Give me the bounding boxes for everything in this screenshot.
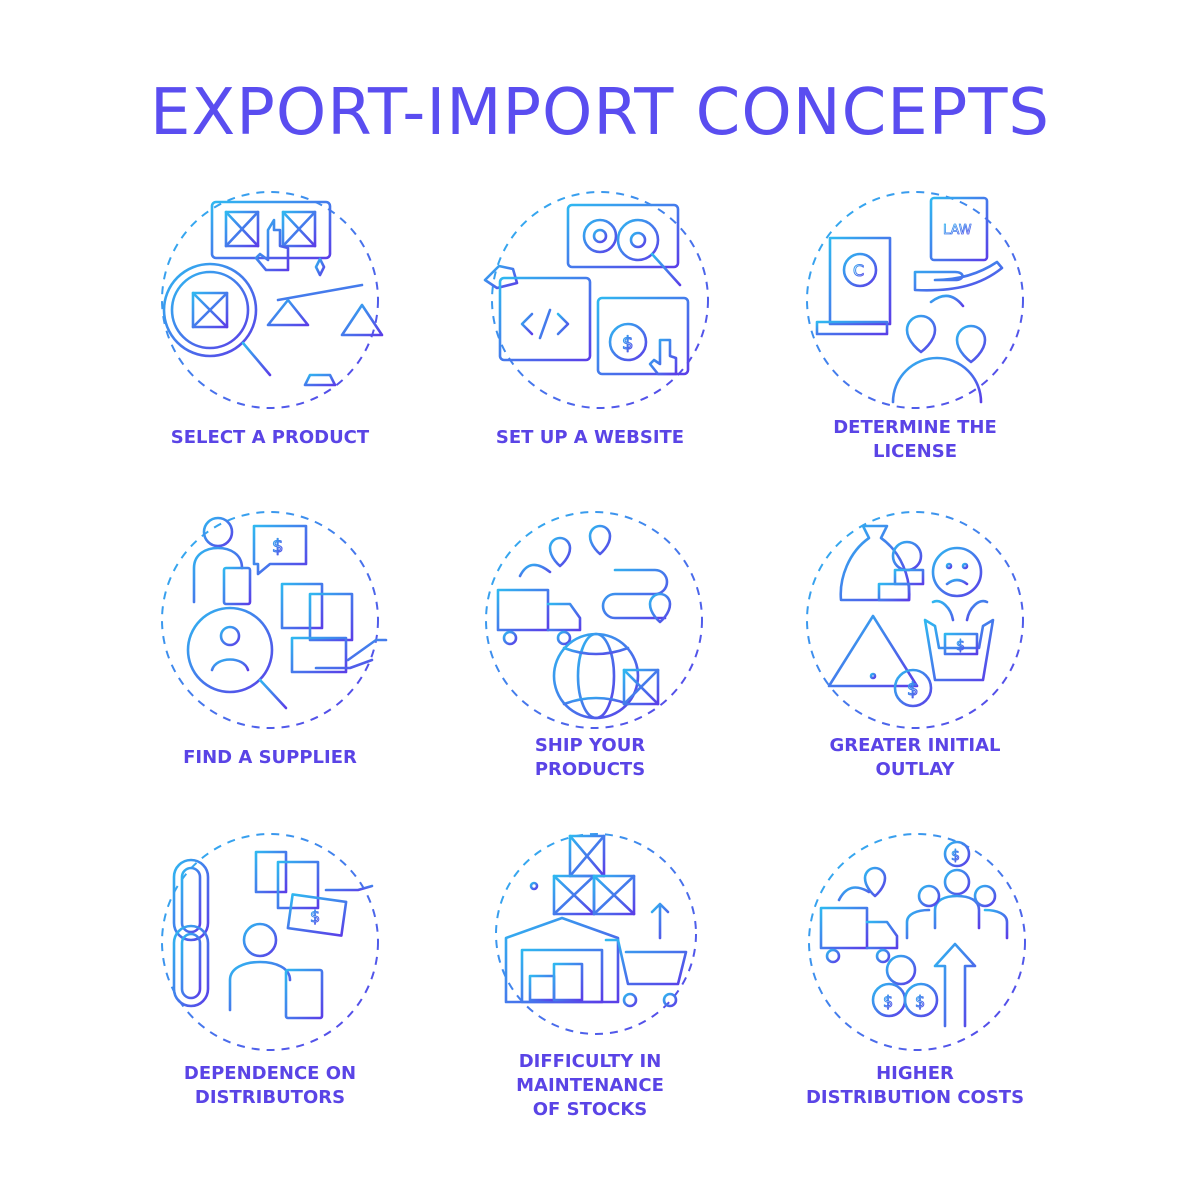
page-title: EXPORT-IMPORT CONCEPTS xyxy=(149,76,1051,150)
svg-text:$: $ xyxy=(272,536,283,557)
concept-label: HIGHER DISTRIBUTION COSTS xyxy=(805,1063,1025,1108)
money-hand-icon: $ xyxy=(286,884,374,937)
product-box-icon xyxy=(210,200,332,260)
truck-icon xyxy=(819,866,899,964)
box-icon xyxy=(622,668,660,706)
dashed-circle xyxy=(491,191,709,409)
scales-icon xyxy=(266,257,384,387)
cart-icon xyxy=(604,902,688,1008)
distributors-illustration: $ xyxy=(161,833,379,1051)
select-product-illustration xyxy=(161,191,384,409)
magnifier-icon xyxy=(162,262,272,377)
concept-card-greater-initial-outlay: $ $ GREATER INITIAL OUTLAY xyxy=(735,510,1095,840)
dollar-chat-icon: $ xyxy=(252,524,308,576)
concept-label: SHIP YOUR PRODUCTS xyxy=(534,735,646,780)
concept-card-higher-distribution-costs: $ $ $ HIGHER DISTRIBUTION COSTS xyxy=(735,830,1095,1160)
dashed-circle xyxy=(806,511,1024,729)
sad-face-icon xyxy=(931,546,983,598)
law-book-icon: LAW xyxy=(929,196,989,262)
svg-text:C: C xyxy=(853,261,864,280)
payment-window-icon: $ xyxy=(596,296,690,376)
stacked-boxes-icon xyxy=(552,834,636,916)
chain-link-icon xyxy=(172,858,210,1008)
code-window-icon xyxy=(498,276,592,362)
money-hand-icon xyxy=(314,638,388,670)
concept-card-maintenance-stocks: DIFFICULTY IN MAINTENANCE OF STOCKS xyxy=(410,830,770,1160)
concept-card-find-supplier: $ FIND A SUPPLIER xyxy=(90,510,450,840)
warning-icon: $ xyxy=(827,614,933,708)
hand-pointer-icon xyxy=(254,218,290,272)
hand-icon xyxy=(913,260,1004,292)
shipping-illustration xyxy=(485,511,703,729)
concept-card-dependence-distributors: $ DEPENDENCE ON DISTRIBUTORS xyxy=(90,830,450,1160)
concept-label: FIND A SUPPLIER xyxy=(183,747,357,768)
concept-label: SET UP A WEBSITE xyxy=(495,427,685,448)
concept-label: SELECT A PRODUCT xyxy=(170,427,370,448)
wrench-icon xyxy=(483,264,519,290)
concept-card-set-up-website: $ SET UP A WEBSITE xyxy=(410,190,770,520)
svg-text:$: $ xyxy=(622,333,633,354)
money-bag-icon xyxy=(839,524,925,602)
gear-icon xyxy=(566,203,682,287)
coins-icon: $ $ xyxy=(863,954,967,1028)
dashed-circle xyxy=(161,511,379,729)
outlay-illustration: $ $ xyxy=(806,511,1024,729)
dashed-circle xyxy=(495,833,697,1035)
dashed-circle xyxy=(485,511,703,729)
person-icon xyxy=(192,516,252,606)
concept-label: GREATER INITIAL OUTLAY xyxy=(829,735,1001,780)
route-pin-icon xyxy=(518,524,672,624)
website-illustration: $ xyxy=(483,191,709,409)
concept-label: DIFFICULTY IN MAINTENANCE OF STOCKS xyxy=(516,1051,664,1120)
boxes-icon xyxy=(254,850,320,910)
supplier-illustration: $ xyxy=(161,511,388,729)
concept-card-select-product: SELECT A PRODUCT xyxy=(90,190,450,520)
concept-card-determine-license: C LAW DETERMINE THE LICENSE xyxy=(735,190,1095,520)
svg-text:$: $ xyxy=(907,679,918,700)
concept-label: DETERMINE THE LICENSE xyxy=(833,417,997,462)
magnifier-person-icon xyxy=(186,606,288,710)
boxes-icon xyxy=(280,582,354,674)
distribution-costs-illustration: $ $ $ xyxy=(808,833,1026,1051)
warehouse-icon xyxy=(504,916,620,1004)
svg-text:$: $ xyxy=(915,992,925,1011)
team-icon: $ xyxy=(905,840,1009,940)
svg-text:$: $ xyxy=(951,848,960,864)
dashed-circle xyxy=(808,833,1026,1051)
dashed-circle xyxy=(161,191,379,409)
license-illustration: C LAW xyxy=(806,191,1024,409)
svg-text:$: $ xyxy=(310,907,320,926)
concept-card-ship-products: SHIP YOUR PRODUCTS xyxy=(410,510,770,840)
svg-text:LAW: LAW xyxy=(943,223,972,238)
globe-icon xyxy=(552,632,640,720)
globe-location-icon xyxy=(891,294,987,404)
dashed-circle xyxy=(806,191,1024,409)
stocks-illustration xyxy=(495,833,697,1035)
dashed-circle xyxy=(161,833,379,1051)
truck-icon xyxy=(496,588,582,646)
open-hands-icon: $ xyxy=(923,599,995,682)
svg-text:$: $ xyxy=(883,992,893,1011)
copyright-document-icon: C xyxy=(815,236,892,336)
person-document-icon xyxy=(228,922,324,1020)
arrow-up-icon xyxy=(933,942,977,1028)
exclamation-icon xyxy=(529,842,539,891)
svg-text:$: $ xyxy=(956,638,965,654)
concept-label: DEPENDENCE ON DISTRIBUTORS xyxy=(183,1063,357,1108)
